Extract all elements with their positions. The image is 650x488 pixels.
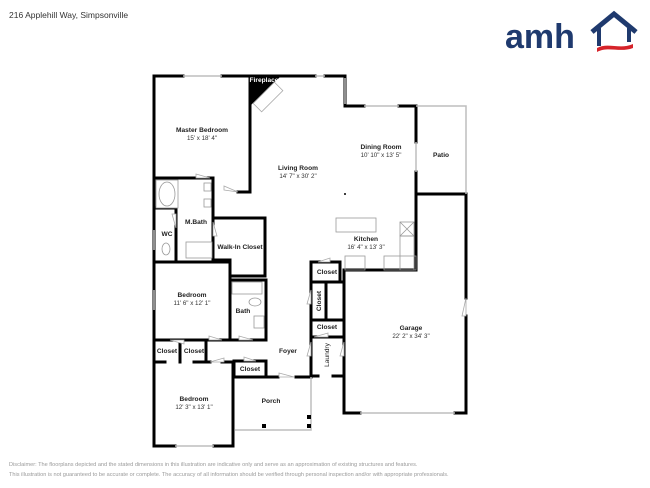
room-kitchen-name: Kitchen <box>354 236 378 243</box>
room-kitchen-dims: 16' 4" x 13' 3" <box>347 244 384 251</box>
room-dining-room-dims: 10' 10" x 13' 5" <box>361 152 402 159</box>
property-address: 216 Applehill Way, Simpsonville <box>9 10 129 20</box>
room-patio-name: Patio <box>433 152 449 159</box>
room-porch-name: Porch <box>262 398 281 405</box>
room-foyer-name: Foyer <box>279 348 297 355</box>
disclaimer-line-2: This illustration is not guaranteed to b… <box>9 472 449 478</box>
room-closet-a-name: Closet <box>157 348 178 355</box>
room-laundry-name: Laundry <box>324 342 331 367</box>
room-closet-vertical-name: Closet <box>316 290 323 311</box>
room-m-bath-name: M.Bath <box>185 219 207 226</box>
room-bath-name: Bath <box>236 308 251 315</box>
room-dining-room-name: Dining Room <box>360 144 401 151</box>
room-garage-dims: 22' 2" x 34' 3" <box>392 333 429 340</box>
room-bedroom-1-dims: 11' 6" x 12' 1" <box>174 300 211 307</box>
room-fireplace-name: Fireplace <box>250 77 279 84</box>
room-living-room-name: Living Room <box>278 165 318 172</box>
room-bedroom-2-name: Bedroom <box>180 396 209 403</box>
room-master-bedroom-dims: 15' x 18' 4" <box>187 135 217 142</box>
amh-logo: amh <box>505 10 638 56</box>
room-closet-kitchen-name: Closet <box>317 269 338 276</box>
room-bedroom-1-name: Bedroom <box>178 292 207 299</box>
room-living-room-dims: 14' 7" x 30' 2" <box>279 173 316 180</box>
disclaimer-line-1: Disclaimer: The floorplans depicted and … <box>9 462 418 468</box>
disclaimer: Disclaimer: The floorplans depicted and … <box>9 460 449 480</box>
room-walk-in-closet-name: Walk-In Closet <box>217 244 263 251</box>
room-closet-laundry-name: Closet <box>317 324 338 331</box>
room-master-bedroom-name: Master Bedroom <box>176 127 228 134</box>
room-closet-b-name: Closet <box>184 348 205 355</box>
house-icon <box>590 10 638 52</box>
room-closet-foyer-name: Closet <box>240 366 261 373</box>
room-wc-name: WC <box>162 231 173 238</box>
room-bedroom-2-dims: 12' 3" x 13' 1" <box>175 404 212 411</box>
room-garage-name: Garage <box>400 325 423 332</box>
logo-text: amh <box>505 18 575 56</box>
